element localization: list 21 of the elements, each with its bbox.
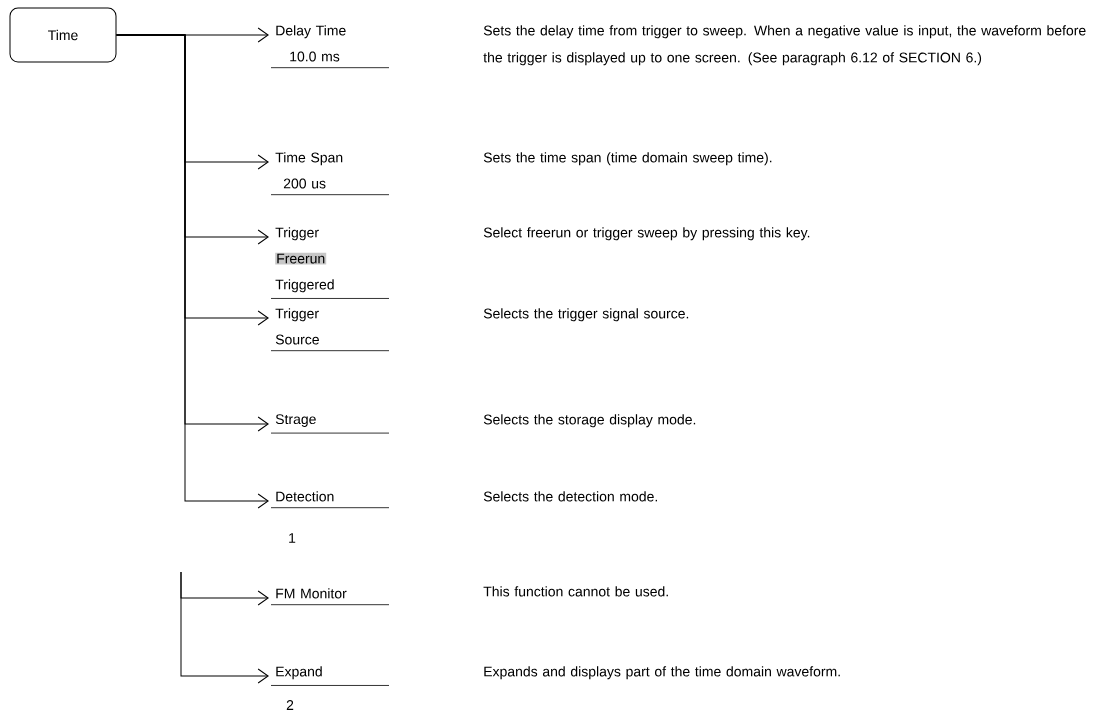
arrow xyxy=(116,34,269,509)
page-marker: 1 xyxy=(289,533,296,543)
description: Expands and displays part of the time domain waveform. xyxy=(484,666,840,680)
description: Select freerun or trigger sweep by pressing this key. xyxy=(483,227,810,241)
description: Sets the time span (time domain sweep time). xyxy=(483,152,772,166)
soft-key-label: Time Span 200 us xyxy=(270,152,390,196)
soft-key-label: Delay Time 10.0 ms xyxy=(270,25,390,69)
key-box: Time xyxy=(9,7,117,63)
description: Selects the storage display mode. xyxy=(483,414,696,428)
arrow xyxy=(180,571,269,684)
soft-key-label: Trigger Freerun Triggered xyxy=(270,227,390,299)
soft-key-label: FM Monitor xyxy=(270,588,390,606)
page-marker: 2 xyxy=(286,700,294,710)
soft-key-label: Detection xyxy=(270,491,390,509)
soft-key-label: Trigger Source xyxy=(270,308,390,352)
soft-key-label: Strage xyxy=(270,414,390,434)
description: Selects the detection mode. xyxy=(483,491,657,502)
description: Selects the trigger signal source. xyxy=(483,308,689,322)
description: Sets the delay time from trigger to sweep. When a negative value is input, the waveform before the trigger is displayed up to one screen. (See paragraph 6.12 of SECTION 6.) xyxy=(483,25,1086,66)
description: This function cannot be used. xyxy=(483,586,668,597)
soft-key-label: Expand xyxy=(270,666,390,686)
